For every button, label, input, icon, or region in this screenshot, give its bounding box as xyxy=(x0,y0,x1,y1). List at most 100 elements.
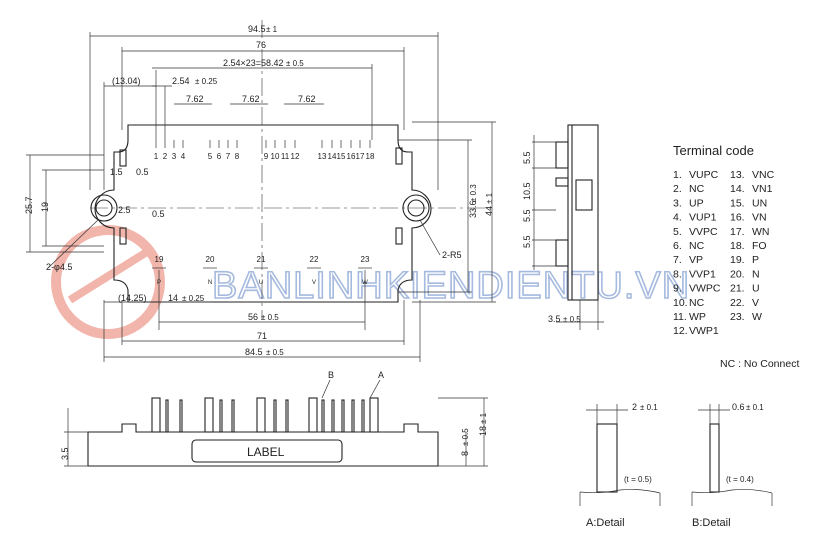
terminal-name: NC xyxy=(689,297,705,309)
terminal-name: WP xyxy=(689,311,706,323)
terminal-number: 18. xyxy=(730,240,745,252)
terminal-number: 3. xyxy=(673,197,682,209)
terminal-name: VWP1 xyxy=(689,325,719,337)
terminal-name: N xyxy=(752,268,760,280)
terminal-name: VP xyxy=(689,254,703,266)
pin-label: 23 xyxy=(361,255,370,264)
terminal-name: VN xyxy=(752,212,767,224)
pin-label: 22 xyxy=(310,255,319,264)
side-dim-5-5-a: 5.5 xyxy=(522,151,532,164)
pin-mark: N xyxy=(208,280,212,286)
front-view: LABEL B A 3.5 1 xyxy=(60,370,488,467)
dim-25-7: 25.7 xyxy=(24,196,34,214)
callout-a: A xyxy=(378,370,384,380)
terminal-number: 21. xyxy=(730,283,745,295)
terminal-number: 16. xyxy=(730,212,745,224)
dim-84-5: 84.5 xyxy=(245,347,263,357)
pin-label: 6 xyxy=(217,152,222,161)
dim-56-tol: ± 0.5 xyxy=(261,313,279,322)
pin-label: 5 xyxy=(208,152,213,161)
pin-label: 21 xyxy=(257,255,266,264)
terminal-rows: 1.VUPC2.NC3.UP4.VUP15.VVPC6.NC7.VP8.VVP1… xyxy=(673,169,775,337)
front-label: LABEL xyxy=(247,445,285,459)
terminal-number: 17. xyxy=(730,226,745,238)
dim-14-tol: ± 0.25 xyxy=(182,294,205,303)
detail-b-width: 0.6 xyxy=(732,402,745,412)
terminal-number: 15. xyxy=(730,197,745,209)
terminal-number: 13. xyxy=(730,169,745,181)
dim-33-6-tol: ± 0.3 xyxy=(469,184,478,202)
terminal-number: 9. xyxy=(673,283,682,295)
terminal-number: 6. xyxy=(673,240,682,252)
terminal-name: P xyxy=(752,254,759,266)
terminal-number: 11. xyxy=(673,311,687,323)
pin-label: 9 xyxy=(264,152,269,161)
nc-note: NC : No Connect xyxy=(720,358,799,370)
pin-label: 8 xyxy=(235,152,240,161)
terminal-title: Terminal code xyxy=(673,143,754,158)
detail-a: 2 ± 0.1 (t = 0.5) A:Detail xyxy=(579,402,661,529)
front-dim-8: 8 xyxy=(460,451,470,456)
side-dim-5-5-b: 5.5 xyxy=(522,209,532,222)
top-pin-row: 1 2 3 4 5 6 7 8 9 10 11 12 13 14 15 16 1… xyxy=(154,140,375,161)
dim-7-62-b: 7.62 xyxy=(242,94,260,104)
dim-7-62-a: 7.62 xyxy=(186,94,204,104)
detail-b: 0.6 ± 0.1 (t = 0.4) B:Detail xyxy=(691,402,773,529)
front-dim-18-tol: ± 1 xyxy=(479,412,488,424)
dim-84-5-tol: ± 0.5 xyxy=(266,348,284,357)
terminal-number: 12. xyxy=(673,325,688,337)
dim-33-6: 33.6 xyxy=(468,200,478,218)
detail-a-title: A:Detail xyxy=(586,517,625,529)
terminal-name: UN xyxy=(752,197,767,209)
pin-label: 3 xyxy=(172,152,177,161)
dim-pitch-row-tol: ± 0.5 xyxy=(286,59,304,68)
dim-14: 14 xyxy=(168,293,178,303)
terminal-name: V xyxy=(752,297,759,309)
pin-label: 11 xyxy=(281,152,290,161)
terminal-number: 1. xyxy=(673,169,682,181)
terminal-name: VUPC xyxy=(689,169,719,181)
detail-a-width-tol: ± 0.1 xyxy=(640,403,658,412)
dim-0-5-a: 0.5 xyxy=(136,167,149,177)
dim-hole: 2-φ4.5 xyxy=(46,262,72,272)
dim-pitch: 2.54 xyxy=(172,76,190,86)
terminal-name: U xyxy=(752,283,760,295)
terminal-number: 19. xyxy=(730,254,745,266)
pin-label: 12 xyxy=(291,152,300,161)
detail-a-width: 2 xyxy=(632,402,637,412)
side-view: 5.5 10.5 5.5 5.5 3.5 ± 0.5 xyxy=(522,124,604,330)
pin-label: 17 xyxy=(356,152,365,161)
pin-label: 14 xyxy=(328,152,337,161)
side-dim-3-5-tol: ± 0.5 xyxy=(563,315,581,324)
dim-71: 71 xyxy=(257,331,267,341)
terminal-number: 7. xyxy=(673,254,682,266)
pin-label: 10 xyxy=(271,152,280,161)
pin-label: 7 xyxy=(226,152,231,161)
dim-1-5: 1.5 xyxy=(110,167,123,177)
pin-label: 2 xyxy=(163,152,168,161)
dim-76: 76 xyxy=(256,40,266,50)
dim-44-tol: ± 1 xyxy=(485,192,494,204)
dim-pitch-tol: ± 0.25 xyxy=(195,77,218,86)
detail-b-thickness: (t = 0.4) xyxy=(726,475,754,484)
front-dim-8-tol: ± 0.5 xyxy=(461,428,470,446)
dim-2-5: 2.5 xyxy=(118,205,131,215)
dim-56: 56 xyxy=(248,312,258,322)
terminal-name: VUP1 xyxy=(689,212,717,224)
terminal-name: VNC xyxy=(752,169,775,181)
pin-label: 15 xyxy=(337,152,346,161)
terminal-name: VN1 xyxy=(752,183,773,195)
dim-14-25: (14.25) xyxy=(118,293,147,303)
watermark-logo-icon xyxy=(51,225,165,339)
dim-radius: 2-R5 xyxy=(442,250,462,260)
dim-13-04: (13.04) xyxy=(112,76,141,86)
terminal-name: NC xyxy=(689,240,705,252)
front-dim-3-5: 3.5 xyxy=(60,447,70,460)
terminal-name: VVPC xyxy=(689,226,718,238)
detail-b-title: B:Detail xyxy=(692,517,731,529)
terminal-name: VVP1 xyxy=(689,268,716,280)
pin-label: 4 xyxy=(181,152,186,161)
callout-b: B xyxy=(328,370,334,380)
terminal-number: 5. xyxy=(673,226,682,238)
terminal-number: 23. xyxy=(730,311,745,323)
